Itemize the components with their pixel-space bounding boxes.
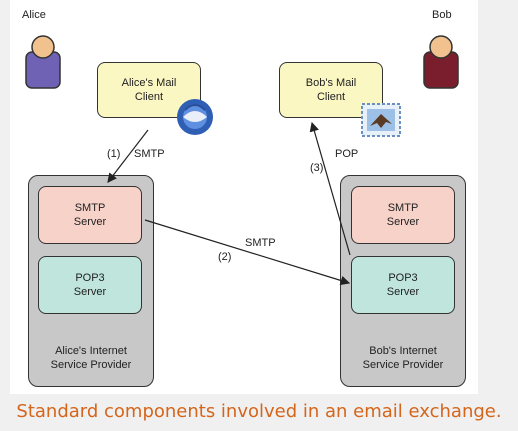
bob-isp-line2: Service Provider <box>362 359 444 371</box>
bob-smtp-line1: SMTP <box>387 202 419 214</box>
alice-label: Alice <box>22 9 46 21</box>
alice-client-line2: Client <box>134 91 164 103</box>
step-3-protocol: POP <box>335 148 359 160</box>
alice-smtp-line2: Server <box>73 216 107 228</box>
alice-smtp-line1: SMTP <box>74 202 106 214</box>
bob-pop3-line1: POP3 <box>388 272 418 284</box>
thunderbird-icon <box>177 99 213 135</box>
step-2-number: (2) <box>218 251 232 263</box>
bob-mail-client: Bob's Mail Client <box>279 62 383 118</box>
step-1-number: (1) <box>107 148 121 160</box>
bob-client-line2: Client <box>316 91 346 103</box>
bob-pop3-server: POP3 Server <box>351 256 455 314</box>
alice-pop3-server: POP3 Server <box>38 256 142 314</box>
bob-client-line1: Bob's Mail <box>305 77 357 89</box>
mail-stamp-icon <box>361 103 401 137</box>
figure-caption: Standard components involved in an email… <box>16 401 502 422</box>
bob-person-icon <box>423 35 459 89</box>
alice-person-icon <box>25 35 61 89</box>
alice-pop3-line1: POP3 <box>75 272 105 284</box>
alice-smtp-server: SMTP Server <box>38 186 142 244</box>
bob-pop3-line2: Server <box>386 286 420 298</box>
email-exchange-diagram: Alice Bob Alice's Mail Client Bob's Mail… <box>10 0 478 394</box>
arrow-step-2 <box>144 219 351 286</box>
bob-isp-line1: Bob's Internet <box>369 345 437 357</box>
bob-smtp-server: SMTP Server <box>351 186 455 244</box>
alice-isp-line1: Alice's Internet <box>55 345 127 357</box>
step-3-number: (3) <box>310 162 324 174</box>
step-2-protocol: SMTP <box>245 237 276 249</box>
bob-smtp-line2: Server <box>386 216 420 228</box>
step-1-protocol: SMTP <box>134 148 165 160</box>
alice-client-line1: Alice's Mail <box>121 77 177 89</box>
alice-pop3-line2: Server <box>73 286 107 298</box>
bob-label: Bob <box>432 9 452 21</box>
alice-isp-line2: Service Provider <box>50 359 132 371</box>
